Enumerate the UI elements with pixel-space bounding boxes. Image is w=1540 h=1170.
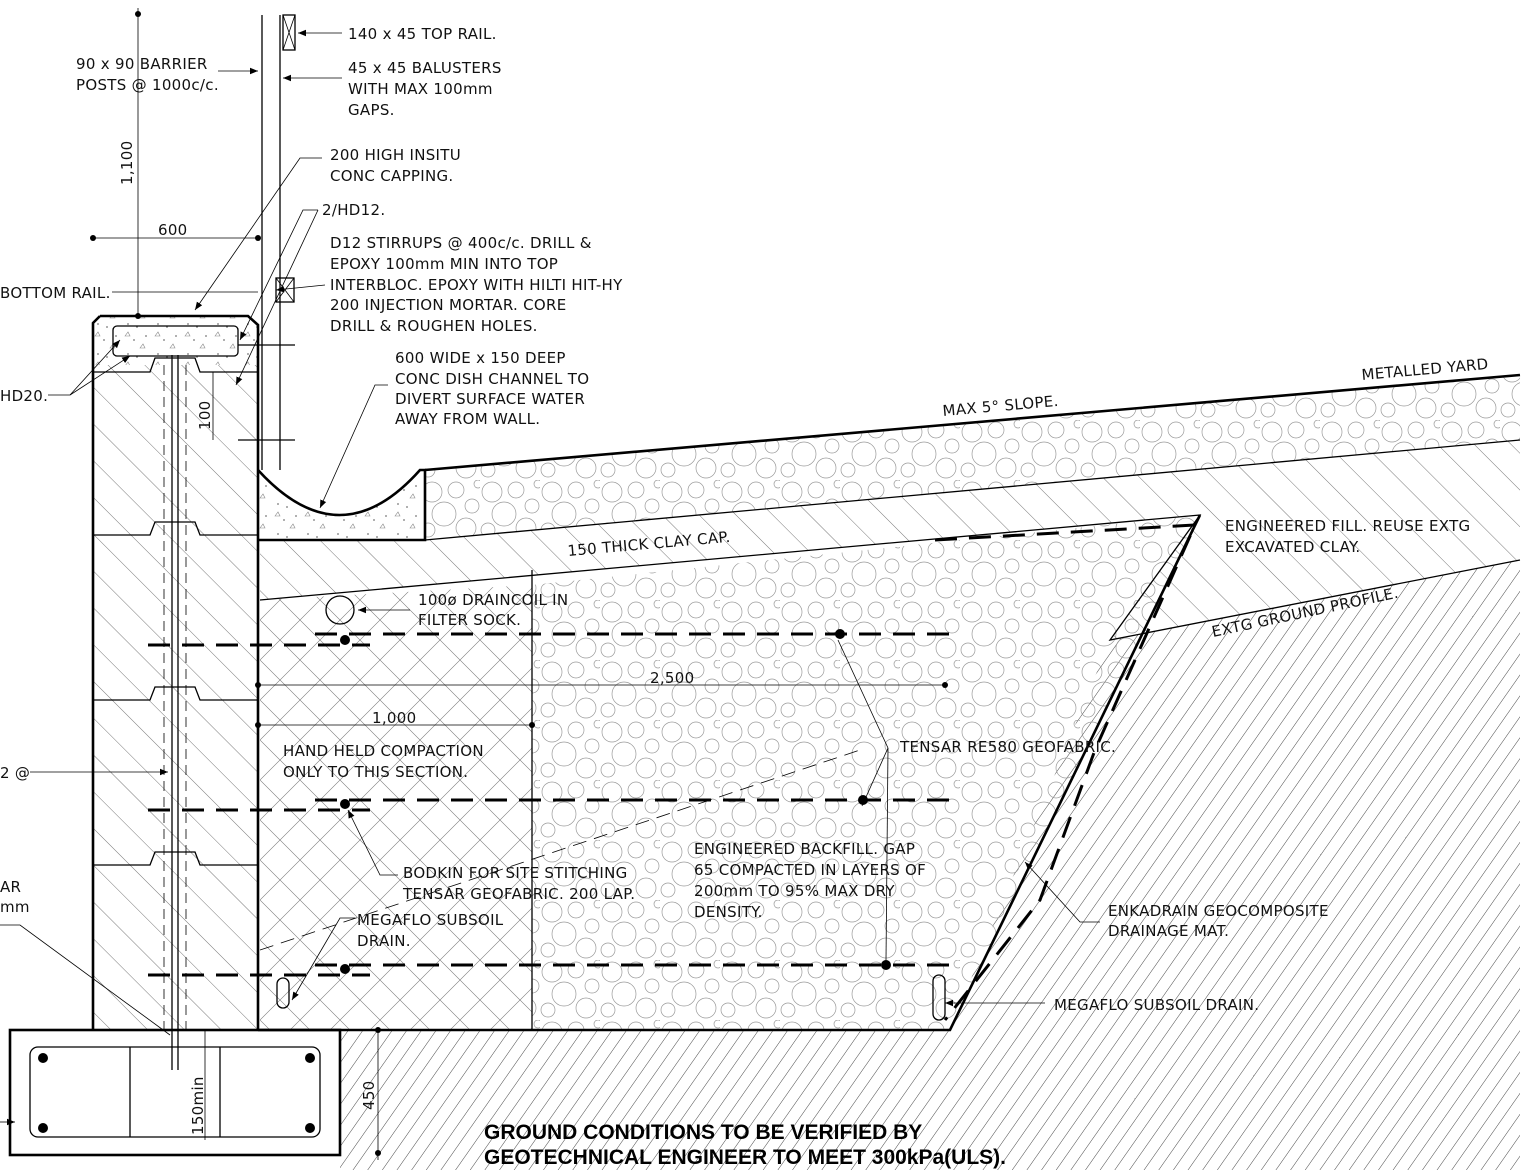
label-stirrups-2: EPOXY 100mm MIN INTO TOP: [330, 255, 558, 273]
label-enkadrain-1: ENKADRAIN GEOCOMPOSITE: [1108, 902, 1329, 920]
dimension-600-text: 600: [158, 221, 188, 239]
engineered-fill-zone: [260, 440, 1520, 640]
ground-surfaces: [258, 373, 1521, 1032]
label-capping-2: CONC CAPPING.: [330, 167, 454, 185]
dimension-1100: 1,100: [118, 8, 141, 319]
tensar-geofabric-layers: [148, 523, 1198, 1021]
label-megaflo-right: MEGAFLO SUBSOIL DRAIN.: [1054, 996, 1259, 1014]
dimension-2500-text: 2,500: [650, 669, 694, 687]
label-backfill-3: 200mm TO 95% MAX DRY: [694, 882, 895, 900]
label-left-cut-1: 2 @: [0, 764, 30, 782]
draincoil-pipe: [325, 595, 355, 625]
megaflo-drain-left: [276, 977, 290, 1009]
label-backfill-4: DENSITY.: [694, 903, 763, 921]
label-stirrups-3: INTERBLOC. EPOXY WITH HILTI HIT-HY: [330, 276, 623, 294]
label-hd20: HD20.: [0, 387, 48, 405]
general-note-line-2: GEOTECHNICAL ENGINEER TO MEET 300kPa(ULS…: [484, 1146, 1006, 1169]
backfill-gravel: [532, 515, 1200, 1030]
label-left-cut-2: AR: [0, 878, 21, 896]
label-stirrups-1: D12 STIRRUPS @ 400c/c. DRILL &: [330, 234, 592, 252]
label-stirrups-5: DRILL & ROUGHEN HOLES.: [330, 317, 538, 335]
label-eng-fill-1: ENGINEERED FILL. REUSE EXTG: [1225, 517, 1470, 535]
megaflo-drain-right: [932, 974, 946, 1021]
dimension-450: 450: [360, 1027, 381, 1160]
label-draincoil-2: FILTER SOCK.: [418, 611, 521, 629]
hand-compaction-zone: [260, 585, 532, 1030]
dimension-2500: 2,500: [255, 669, 948, 688]
dimension-1000: 1,000: [255, 709, 535, 728]
label-hand-held-2: ONLY TO THIS SECTION.: [283, 763, 468, 781]
dish-channel: [257, 468, 427, 542]
label-capping-1: 200 HIGH INSITU: [330, 146, 461, 164]
dimension-1100-text: 1,100: [118, 141, 136, 185]
label-megaflo-left-1: MEGAFLO SUBSOIL: [357, 911, 504, 929]
dimension-100: 100: [196, 372, 214, 440]
label-bodkin-2: TENSAR GEOFABRIC. 200 LAP.: [402, 885, 635, 903]
central-starter-bar: [163, 355, 187, 1070]
dimension-100-text: 100: [196, 400, 214, 430]
extg-ground-dashed-line: [259, 749, 861, 951]
label-left-cut-3: mm: [0, 898, 30, 916]
label-top-rail: 140 x 45 TOP RAIL.: [348, 25, 497, 43]
label-barrier-posts-2: POSTS @ 1000c/c.: [76, 76, 219, 94]
label-balusters-2: WITH MAX 100mm: [348, 80, 493, 98]
interbloc-wall: [91, 365, 260, 1030]
label-backfill-1: ENGINEERED BACKFILL. GAP: [694, 840, 915, 858]
label-draincoil-1: 100ø DRAINCOIL IN: [418, 591, 568, 609]
label-tensar: TENSAR RE580 GEOFABRIC.: [899, 738, 1116, 756]
label-barrier-posts-1: 90 x 90 BARRIER: [76, 55, 208, 73]
existing-ground-hatch: [340, 560, 1520, 1170]
label-hd12: 2/HD12.: [322, 201, 385, 219]
label-bottom-rail: BOTTOM RAIL.: [0, 284, 111, 302]
barrier-post: [238, 14, 296, 470]
dimension-150min: 150min: [189, 1030, 207, 1140]
label-balusters-1: 45 x 45 BALUSTERS: [348, 59, 502, 77]
leader-lines: [0, 29, 1100, 1126]
metalled-yard-gravel: [425, 375, 1520, 540]
label-enkadrain-2: DRAINAGE MAT.: [1108, 922, 1229, 940]
concrete-footing: [8, 1028, 342, 1157]
label-dish-4: AWAY FROM WALL.: [395, 410, 540, 428]
dimension-450-text: 450: [360, 1080, 378, 1110]
label-backfill-2: 65 COMPACTED IN LAYERS OF: [694, 861, 926, 879]
general-note-line-1: GROUND CONDITIONS TO BE VERIFIED BY: [484, 1121, 922, 1144]
label-megaflo-left-2: DRAIN.: [357, 932, 411, 950]
label-bodkin-1: BODKIN FOR SITE STITCHING: [403, 864, 628, 882]
label-eng-fill-2: EXCAVATED CLAY.: [1225, 538, 1360, 556]
label-balusters-3: GAPS.: [348, 101, 395, 119]
dimension-600: 600: [90, 221, 261, 241]
dimension-150min-text: 150min: [189, 1076, 207, 1135]
label-hand-held-1: HAND HELD COMPACTION: [283, 742, 484, 760]
label-dish-3: DIVERT SURFACE WATER: [395, 390, 585, 408]
dimension-1000-text: 1,000: [372, 709, 416, 727]
label-dish-2: CONC DISH CHANNEL TO: [395, 370, 589, 388]
label-dish-1: 600 WIDE x 150 DEEP: [395, 349, 566, 367]
label-stirrups-4: 200 INJECTION MORTAR. CORE: [330, 296, 567, 314]
